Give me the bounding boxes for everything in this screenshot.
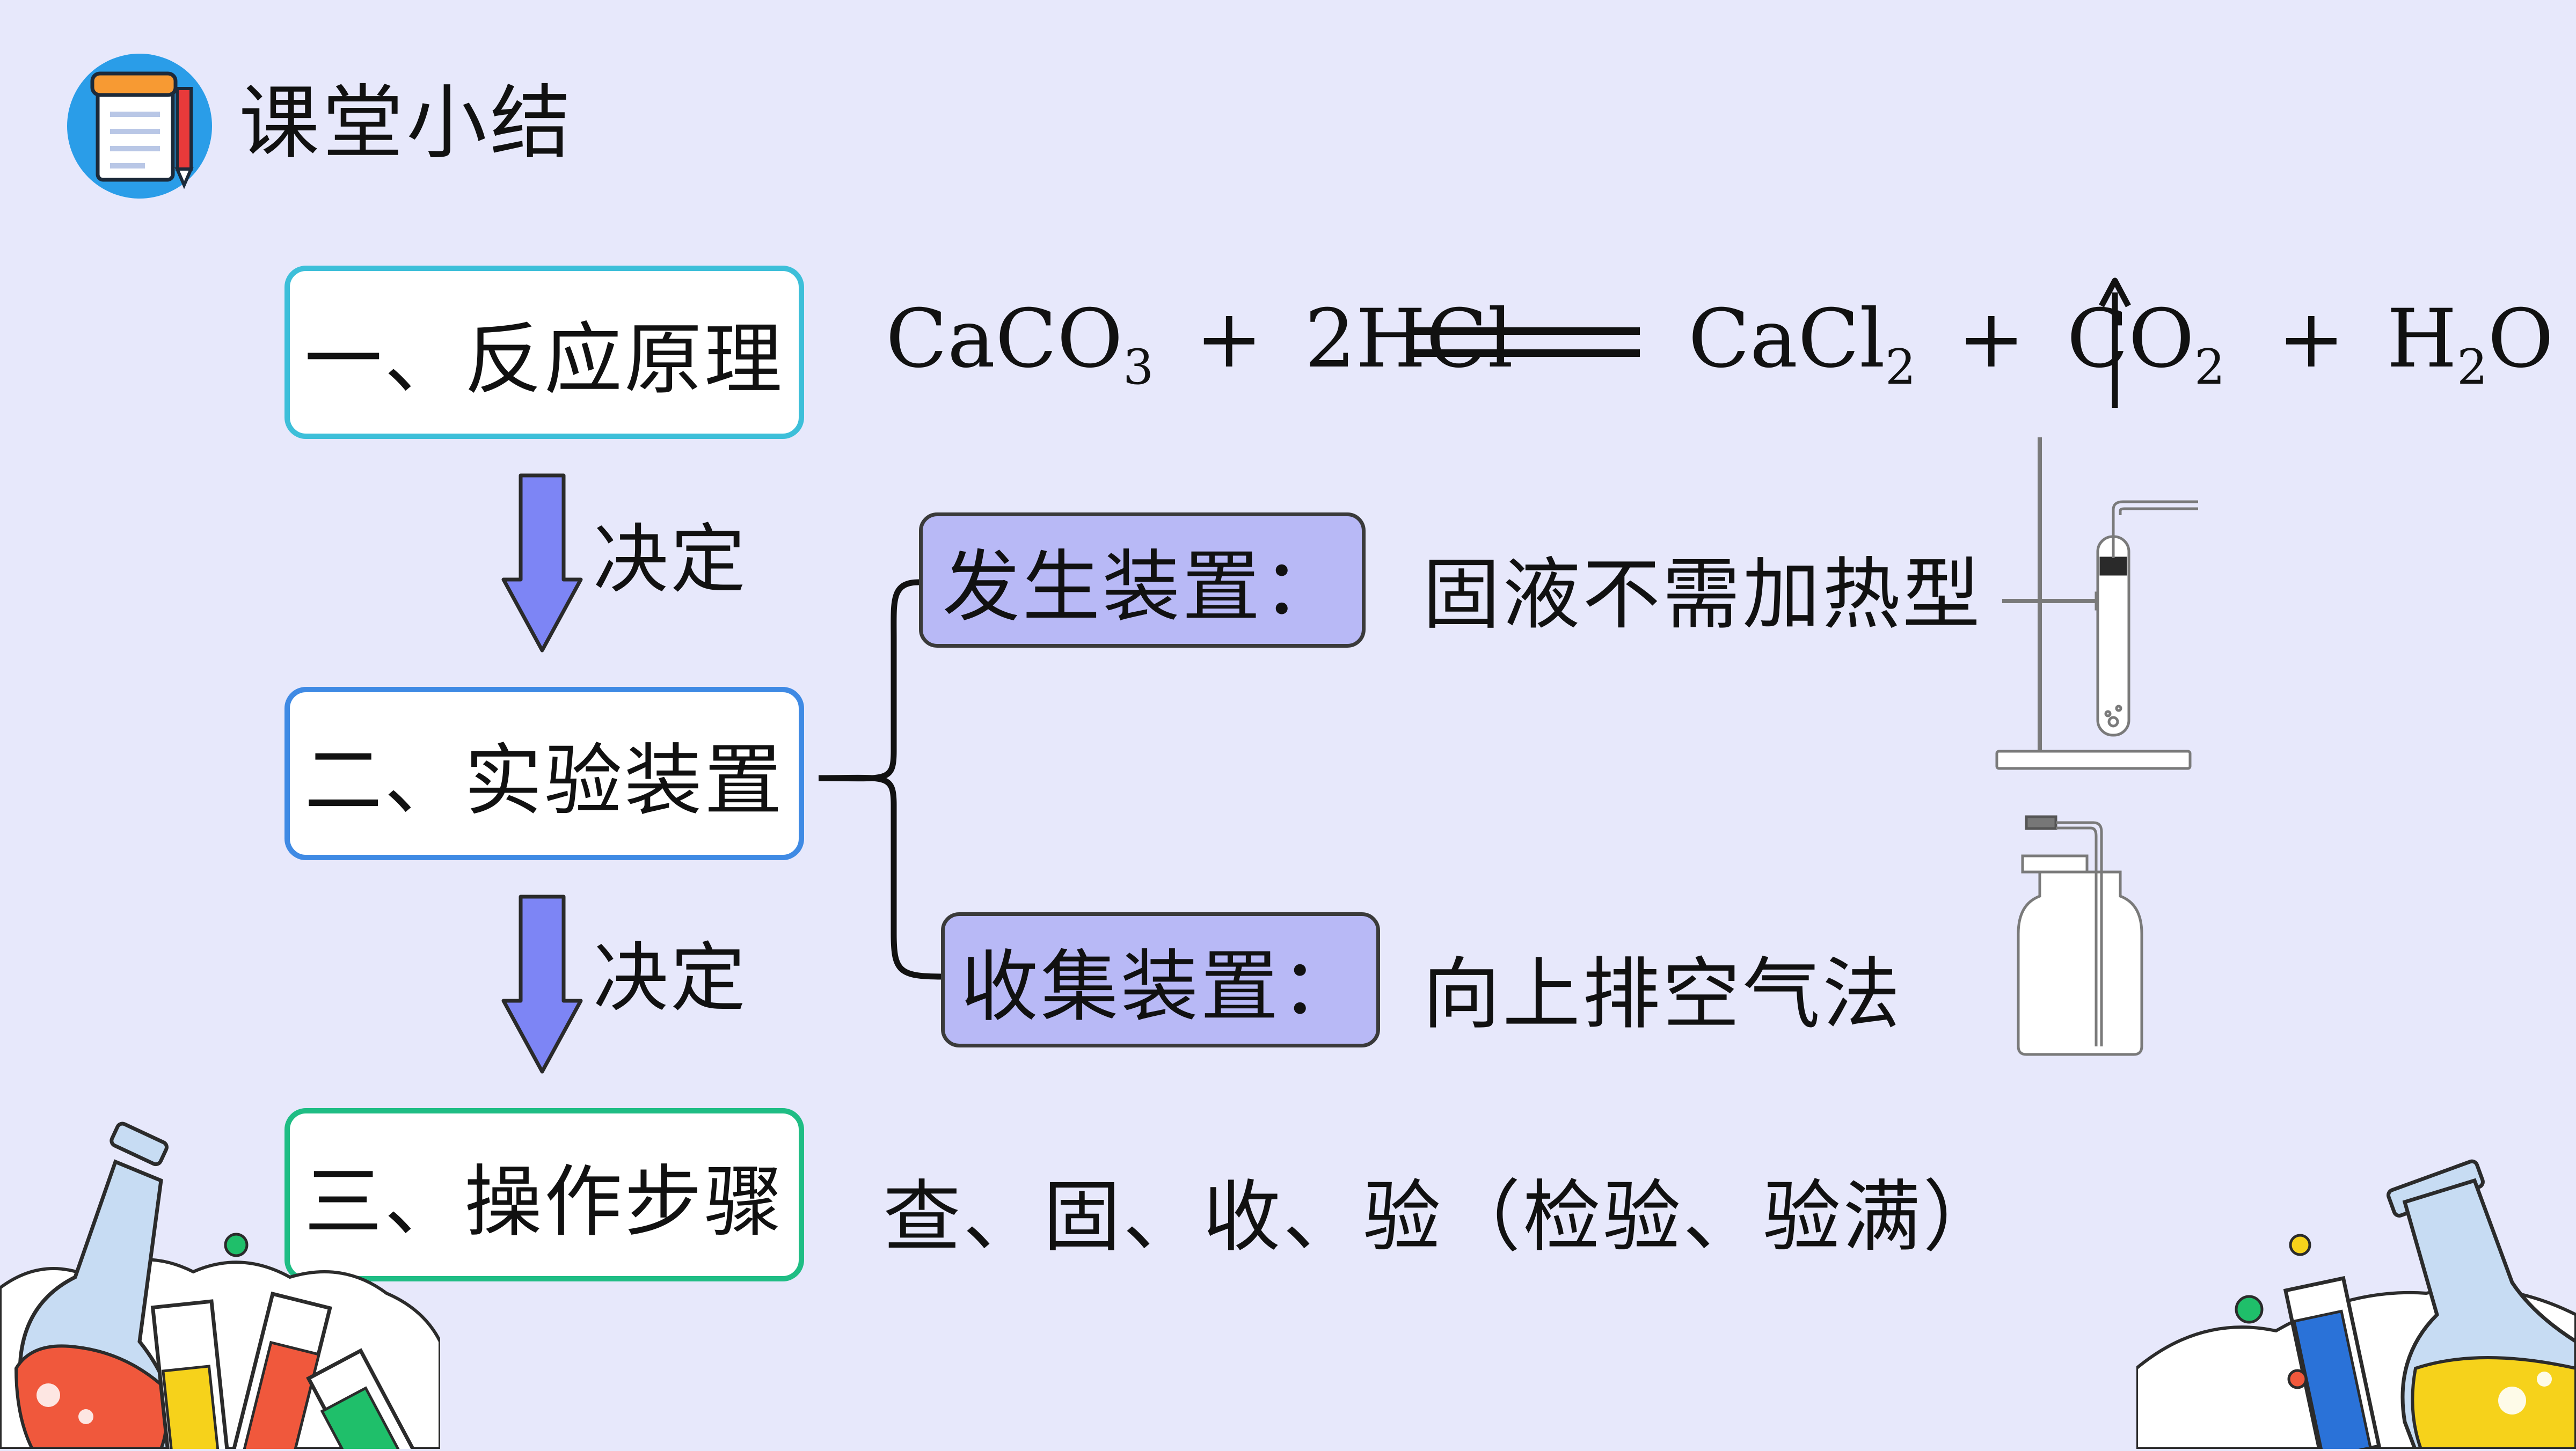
equals-sign [1412, 325, 1640, 362]
test-tube-stand-icon [1986, 429, 2212, 773]
chemical-equation-products: CaCl2 + CO2 + H2O [1688, 292, 2554, 395]
plus-sign: + [1195, 292, 1263, 386]
down-arrow-icon [499, 893, 585, 1076]
procedure-steps: 查、固、收、验（检验、验满） [883, 1172, 2003, 1263]
generator-label-box: 发生装置： [919, 512, 1366, 648]
product-cacl2: CaCl2 [1688, 292, 1916, 395]
product-h2o: H2O [2387, 292, 2554, 395]
decide-label: 决定 [593, 516, 748, 604]
down-arrow-icon [499, 472, 585, 655]
collector-label-box: 收集装置： [941, 912, 1380, 1047]
step-experiment-apparatus: 二、实验装置 [284, 687, 804, 860]
product-co2: CO2 [2067, 292, 2225, 395]
gas-collection-bottle-icon [2008, 810, 2147, 1057]
collection-method: 向上排空气法 [1422, 949, 1902, 1040]
gas-up-arrow-icon [2099, 276, 2131, 408]
generator-type: 固液不需加热型 [1422, 549, 1982, 640]
page-title: 课堂小结 [239, 77, 574, 170]
bracket-connector [805, 569, 950, 987]
step-reaction-principle: 一、反应原理 [284, 266, 804, 439]
plus-sign: + [1957, 292, 2025, 386]
reactant-hcl: 2HCl [1304, 292, 1514, 386]
decide-label: 决定 [593, 935, 748, 1022]
notebook-icon [64, 51, 215, 201]
lab-glassware-decoration-right [2135, 1154, 2576, 1451]
reactant-caco3: CaCO3 [886, 292, 1154, 395]
lab-glassware-decoration-left [0, 1116, 442, 1451]
plus-sign: + [2277, 292, 2345, 386]
chemical-equation: CaCO3 + 2HCl [886, 292, 1514, 395]
step-operation-procedure: 三、操作步骤 [284, 1108, 804, 1281]
